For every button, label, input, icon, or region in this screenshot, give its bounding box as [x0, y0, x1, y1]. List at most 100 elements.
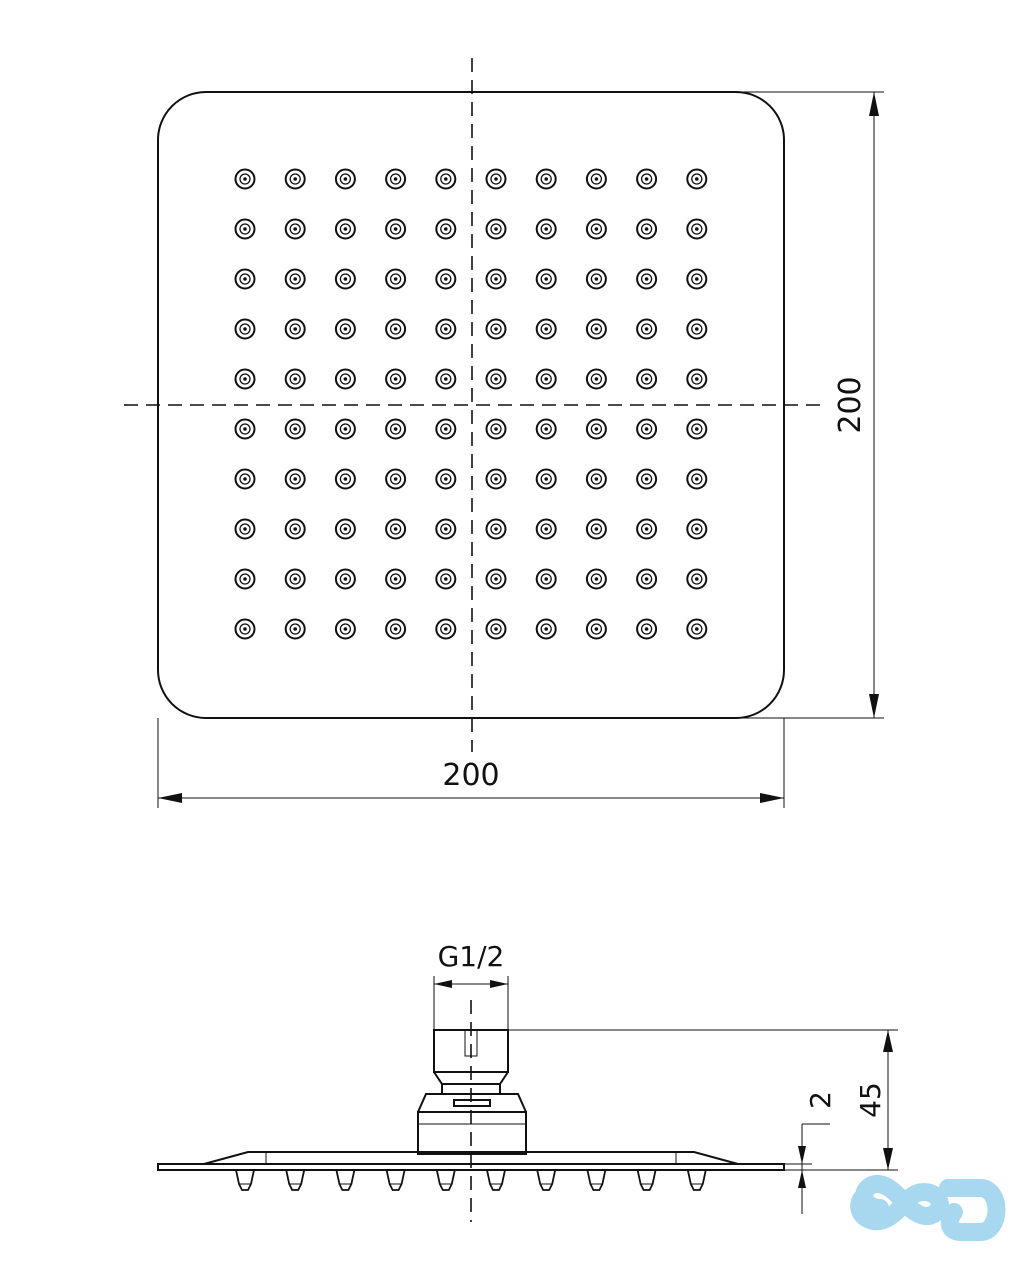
- nozzle: [334, 168, 356, 190]
- nozzle: [234, 568, 256, 590]
- nozzle: [334, 518, 356, 540]
- nozzle: [636, 218, 658, 240]
- nozzle: [334, 468, 356, 490]
- arrow-down-icon: [798, 1146, 806, 1164]
- nozzle: [234, 168, 256, 190]
- shower-plate-profile: [157, 1151, 785, 1171]
- nozzle: [535, 168, 557, 190]
- nozzle: [485, 368, 507, 390]
- nozzle: [485, 468, 507, 490]
- side-nozzle: [636, 1169, 657, 1191]
- nozzle: [385, 518, 407, 540]
- height-45-dimension: 45: [508, 1029, 898, 1171]
- thread-label: G1/2: [438, 940, 505, 973]
- arrow-up-icon: [883, 1030, 893, 1052]
- nozzle-grid: [234, 168, 708, 640]
- nozzle: [636, 418, 658, 440]
- nozzle: [385, 468, 407, 490]
- nozzle: [334, 268, 356, 290]
- arrow-up-icon: [869, 92, 879, 116]
- nozzle: [234, 268, 256, 290]
- nozzle: [636, 518, 658, 540]
- nozzle: [234, 468, 256, 490]
- nozzle: [435, 568, 457, 590]
- arrow-down-icon: [869, 694, 879, 718]
- height-dimension: 200: [740, 91, 884, 719]
- nozzle: [585, 268, 607, 290]
- nozzle: [435, 468, 457, 490]
- nozzle: [585, 568, 607, 590]
- nozzle: [485, 418, 507, 440]
- nozzle: [435, 268, 457, 290]
- nozzle: [284, 318, 306, 340]
- nozzle: [284, 618, 306, 640]
- side-nozzle: [335, 1169, 356, 1191]
- thickness-label: 2: [804, 1091, 837, 1109]
- side-nozzle: [435, 1169, 456, 1191]
- thickness-dimension: 2: [784, 1091, 837, 1214]
- nozzle: [636, 618, 658, 640]
- nozzle: [385, 168, 407, 190]
- nozzle: [334, 318, 356, 340]
- nozzle: [585, 418, 607, 440]
- nozzle: [334, 368, 356, 390]
- nozzle: [435, 618, 457, 640]
- nozzle: [485, 268, 507, 290]
- height-45-label: 45: [854, 1082, 887, 1118]
- nozzle: [435, 218, 457, 240]
- side-nozzle: [686, 1169, 707, 1191]
- thread-dimension: G1/2: [433, 940, 509, 1030]
- nozzle: [485, 618, 507, 640]
- nozzle: [485, 518, 507, 540]
- arrow-down-icon: [883, 1148, 893, 1170]
- nozzle: [535, 418, 557, 440]
- width-label: 200: [442, 758, 499, 793]
- nozzle: [686, 268, 708, 290]
- nozzle: [585, 518, 607, 540]
- arrow-up-icon: [798, 1170, 806, 1188]
- nozzle: [385, 418, 407, 440]
- nozzle: [435, 318, 457, 340]
- nozzle: [385, 318, 407, 340]
- nozzle: [435, 368, 457, 390]
- nozzle: [686, 418, 708, 440]
- nozzle: [284, 568, 306, 590]
- nozzle: [385, 618, 407, 640]
- nozzle: [334, 218, 356, 240]
- nozzle: [284, 368, 306, 390]
- side-nozzle: [234, 1169, 256, 1191]
- side-view: G1/2 45 2: [157, 940, 898, 1222]
- nozzle: [485, 168, 507, 190]
- nozzle: [234, 368, 256, 390]
- nozzle: [284, 268, 306, 290]
- nozzle: [485, 218, 507, 240]
- nozzle: [686, 618, 708, 640]
- nozzle: [435, 168, 457, 190]
- height-label: 200: [833, 376, 868, 433]
- nozzle: [585, 168, 607, 190]
- nozzle: [385, 268, 407, 290]
- nozzle: [485, 568, 507, 590]
- nozzle: [284, 168, 306, 190]
- side-nozzles: [234, 1169, 707, 1191]
- nozzle: [636, 318, 658, 340]
- top-view: 200 200: [124, 58, 884, 808]
- nozzle: [686, 468, 708, 490]
- nozzle: [535, 318, 557, 340]
- thread-fitting: [417, 1029, 527, 1155]
- nozzle: [636, 368, 658, 390]
- arrow-left-icon: [158, 793, 182, 803]
- side-nozzle: [385, 1169, 406, 1191]
- side-nozzle: [285, 1169, 306, 1191]
- nozzle: [435, 518, 457, 540]
- nozzle: [535, 618, 557, 640]
- nozzle: [686, 168, 708, 190]
- nozzle: [585, 618, 607, 640]
- side-nozzle: [485, 1169, 507, 1191]
- arrow-right-icon: [490, 980, 508, 988]
- nozzle: [535, 468, 557, 490]
- nozzle: [485, 318, 507, 340]
- nozzle: [585, 368, 607, 390]
- nozzle: [334, 618, 356, 640]
